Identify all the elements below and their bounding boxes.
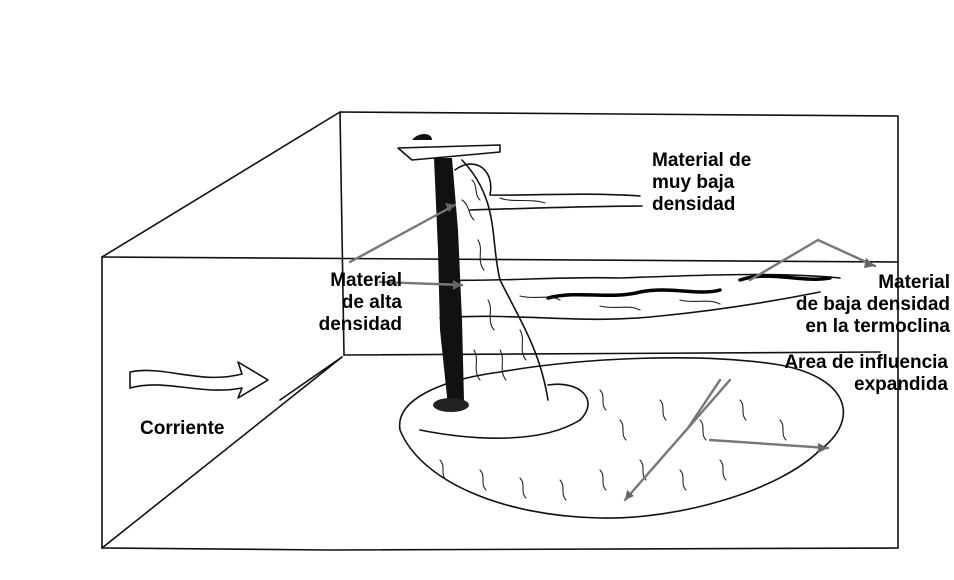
- label-high-density-line-3: densidad: [262, 314, 402, 336]
- label-high-density-line-1: Material: [262, 270, 402, 292]
- label-high-density: Material de alta densidad: [262, 270, 402, 336]
- erased-area: [118, 268, 258, 328]
- label-influence-area-line-1: Area de influencia: [700, 352, 948, 374]
- label-current: Corriente: [140, 418, 224, 440]
- label-low-density-thermocline-line-1: Material: [700, 272, 950, 294]
- high-density-column: [434, 158, 464, 406]
- label-high-density-line-2: de alta: [262, 292, 402, 314]
- label-influence-area: Area de influencia expandida: [700, 352, 948, 396]
- discharge-outlet: [398, 134, 500, 160]
- current-arrow-icon: [130, 362, 268, 398]
- label-very-low-density-line-2: muy baja: [652, 172, 751, 194]
- label-low-density-thermocline-line-2: de baja densidad: [700, 294, 950, 316]
- label-low-density-thermocline: Material de baja densidad en la termocli…: [700, 272, 950, 338]
- label-very-low-density-line-1: Material de: [652, 150, 751, 172]
- label-influence-area-line-2: expandida: [700, 374, 948, 396]
- label-very-low-density-line-3: densidad: [652, 194, 751, 216]
- label-very-low-density: Material de muy baja densidad: [652, 150, 751, 216]
- label-low-density-thermocline-line-3: en la termoclina: [700, 316, 950, 338]
